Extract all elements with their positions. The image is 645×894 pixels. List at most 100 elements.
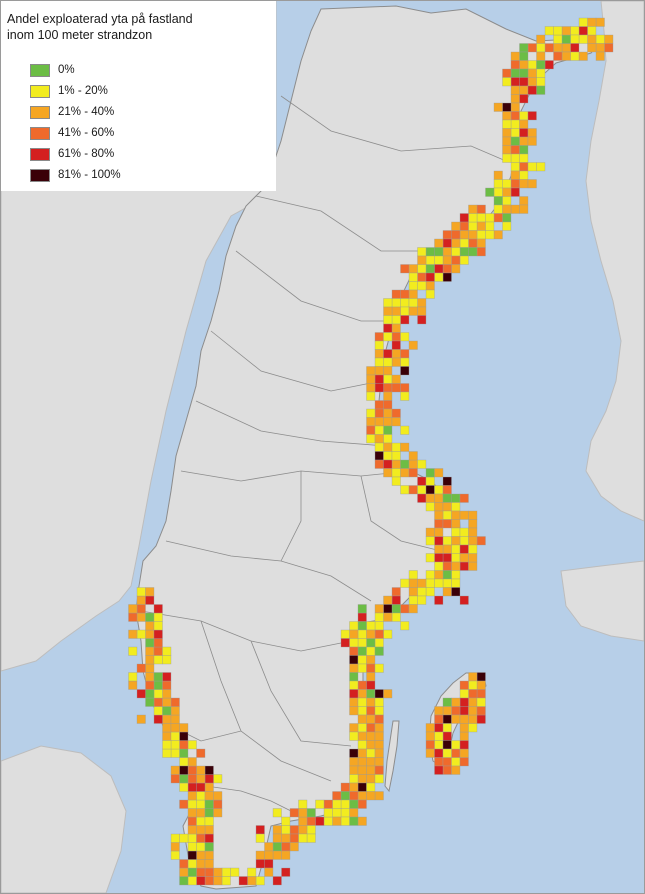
grid-cell [468,697,478,707]
grid-cell [485,213,495,223]
grid-cell [544,60,554,70]
grid-cell [451,247,461,257]
grid-cell [383,315,393,325]
grid-cell [196,825,206,835]
grid-cell [442,238,452,248]
grid-cell [493,102,503,112]
grid-cell [408,578,418,588]
grid-cell [128,672,138,682]
grid-cell [561,43,571,53]
grid-cell [493,204,503,214]
county-borders [140,95,507,817]
grid-cell [366,689,376,699]
grid-cell [391,323,401,333]
grid-cell [383,366,393,376]
grid-cell [391,289,401,299]
grid-cell [298,808,308,818]
grid-cell [408,298,418,308]
grid-cell [162,748,172,758]
grid-cell [323,808,333,818]
grid-cell [230,867,240,877]
grid-cell [272,876,282,886]
grid-cell [383,391,393,401]
grid-cell [417,272,427,282]
grid-cell [357,816,367,826]
grid-cell [366,366,376,376]
grid-cell [332,816,342,826]
grid-cell [425,740,435,750]
grid-cell [502,153,512,163]
grid-cell [442,748,452,758]
legend-swatch-5 [30,168,50,182]
grid-cell [306,816,316,826]
grid-cell [289,842,299,852]
grid-cell [519,204,529,214]
grid-cell [434,468,444,478]
grid-cell [561,26,571,36]
grid-cell [204,774,214,784]
grid-cell [493,213,503,223]
grid-cell [128,604,138,614]
grid-cell [357,621,367,631]
grid-cell [349,663,359,673]
grid-cell [434,272,444,282]
grid-cell [425,502,435,512]
grid-cell [383,442,393,452]
grid-cell [357,791,367,801]
oland-island [384,720,400,793]
grid-cell [578,17,588,27]
grid-cell [417,247,427,257]
grid-cell [179,859,189,869]
grid-cell [179,799,189,809]
grid-cell [570,51,580,61]
grid-cell [128,680,138,690]
grid-cell [417,298,427,308]
grid-cell [162,672,172,682]
grid-cell [145,629,155,639]
grid-cell [510,77,520,87]
grid-cell [366,408,376,418]
grid-cell [179,765,189,775]
grid-cell [323,816,333,826]
grid-cell [417,264,427,274]
grid-cell [442,264,452,274]
grid-cell [340,808,350,818]
grid-cell [442,731,452,741]
grid-cell [476,204,486,214]
grid-cell [145,638,155,648]
legend-item-5: 81% - 100% [30,168,121,182]
grid-cell [374,459,384,469]
grid-cell [527,162,537,172]
grid-cell [366,374,376,384]
grid-cell [459,561,469,571]
grid-cell [374,332,384,342]
grid-cell [595,43,605,53]
grid-cell [595,17,605,27]
grid-cell [434,595,444,605]
grid-cell [434,740,444,750]
grid-cell [519,85,529,95]
grid-cell [425,264,435,274]
grid-cell [510,170,520,180]
grid-cell [145,646,155,656]
grid-cell [527,43,537,53]
grid-cell [434,714,444,724]
grid-cell [417,485,427,495]
grid-cell [170,774,180,784]
grid-cell [366,680,376,690]
grid-cell [349,774,359,784]
grid-cell [374,774,384,784]
grid-cell [400,366,410,376]
grid-cell [255,850,265,860]
grid-cell [442,740,452,750]
grid-cell [204,782,214,792]
grid-cell [502,179,512,189]
grid-cell [425,247,435,257]
grid-cell [374,748,384,758]
grid-cell [162,706,172,716]
grid-cell [187,740,197,750]
grid-cell [349,799,359,809]
grid-cell [468,238,478,248]
grid-cell [332,791,342,801]
grid-cell [459,748,469,758]
